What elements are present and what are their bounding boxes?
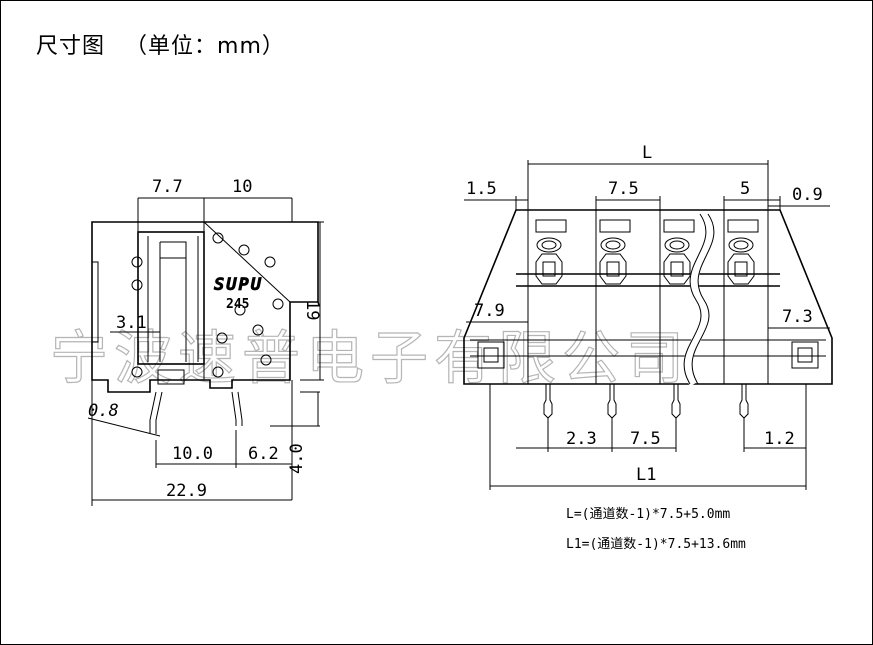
dim-2-3: 2.3: [566, 429, 597, 449]
dim-7-5-bottom: 7.5: [630, 429, 661, 449]
front-view: L 1.5 7.5 5 0.9 7.9 7.3 2.3 7.5 1.2 L1 L…: [463, 143, 833, 552]
dim-6-2: 6.2: [248, 444, 279, 464]
dim-5: 5: [740, 179, 750, 199]
side-chamfer: [203, 221, 291, 303]
dim-7-5-top: 7.5: [608, 179, 639, 199]
side-holes: [131, 232, 284, 378]
dim-7-7: 7.7: [152, 177, 183, 197]
side-body-outline: [91, 221, 319, 393]
dim-7-3: 7.3: [782, 307, 813, 327]
dim-10: 10: [232, 177, 252, 197]
dim-10-0: 10.0: [172, 444, 213, 464]
model-text: 245: [226, 297, 249, 312]
side-pin-left: [149, 391, 163, 434]
dim-3-1: 3.1: [116, 313, 147, 333]
dim-0-9: 0.9: [792, 185, 823, 205]
side-pin-right: [231, 391, 243, 426]
break-line-left: [683, 213, 707, 385]
front-buttons: [535, 237, 755, 285]
dim-22-9: 22.9: [166, 481, 207, 501]
front-top-tabs: [535, 219, 759, 233]
side-view: SUPU 245 7.7 10 19 3.1 0.8 10.0 6.2 4.0 …: [87, 177, 324, 506]
dim-1-2: 1.2: [764, 429, 795, 449]
side-left-step: [92, 261, 99, 343]
ear-window-right: [791, 341, 819, 369]
ear-window-left: [477, 341, 505, 369]
dim-L: L: [642, 143, 652, 163]
title-unit: （单位：mm）: [125, 34, 285, 59]
dim-7-9: 7.9: [474, 301, 505, 321]
dim-1-5: 1.5: [466, 179, 497, 199]
side-bottom-slot: [157, 369, 185, 385]
drawing-title: 尺寸图 （单位：mm）: [36, 28, 285, 60]
dim-19: 19: [302, 300, 322, 320]
side-lever: [160, 241, 187, 259]
watermark-text: 宁波速普电子有限公司: [50, 324, 690, 392]
formula-L: L=(通道数-1)*7.5+5.0mm: [566, 507, 730, 522]
dim-4-0: 4.0: [287, 443, 307, 474]
formula-L1: L1=(通道数-1)*7.5+13.6mm: [566, 537, 746, 552]
dim-leader-0-8: [87, 417, 161, 437]
side-chamber-walls: [147, 236, 199, 362]
brand-text: SUPU: [214, 275, 263, 295]
break-line-right: [691, 213, 715, 385]
dim-L1: L1: [636, 465, 656, 485]
dim-0-8: 0.8: [88, 401, 119, 421]
title-main: 尺寸图: [36, 34, 106, 59]
